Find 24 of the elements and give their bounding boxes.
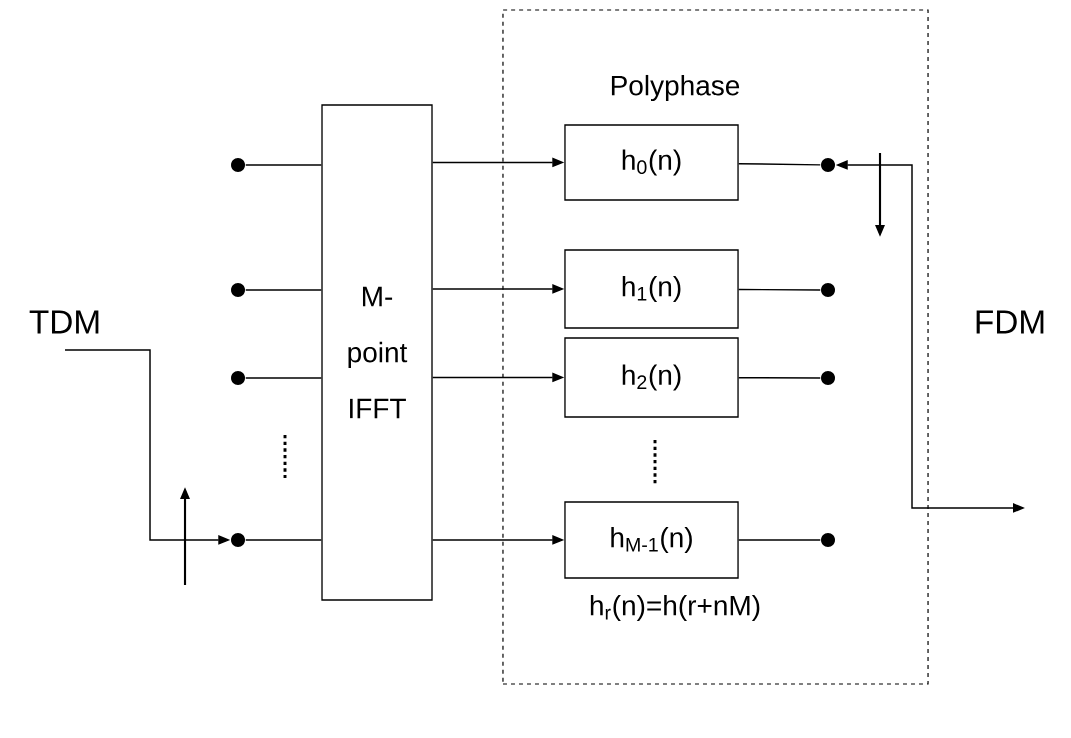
connector-line bbox=[245, 289, 323, 291]
signal-label: TDM bbox=[29, 310, 99, 334]
junction-dot bbox=[821, 371, 835, 385]
connector-line bbox=[737, 163, 821, 166]
formula-label: h$_{r}$(n)=h(r+nM) bbox=[590, 594, 760, 622]
junction-dot bbox=[231, 533, 245, 547]
junction-dot bbox=[821, 158, 835, 172]
filter-box: h$_{0}$(n) bbox=[564, 124, 739, 201]
junction-dot bbox=[231, 371, 245, 385]
ifft-block: M- point IFFT bbox=[321, 104, 433, 601]
junction-dot bbox=[231, 158, 245, 172]
connector-line bbox=[737, 539, 821, 541]
filter-box: h$_{M-1}$(n) bbox=[564, 501, 739, 579]
connector-line bbox=[245, 377, 323, 379]
junction-dot bbox=[231, 283, 245, 297]
filter-box: h$_{2}$(n) bbox=[564, 337, 739, 418]
connector-line bbox=[245, 164, 323, 166]
filter-box: h$_{1}$(n) bbox=[564, 249, 739, 329]
junction-dot bbox=[821, 283, 835, 297]
connector-line bbox=[737, 288, 821, 291]
connector-line bbox=[245, 539, 323, 541]
signal-label: FDM bbox=[976, 310, 1044, 334]
connector-line bbox=[737, 377, 821, 379]
junction-dot bbox=[821, 533, 835, 547]
